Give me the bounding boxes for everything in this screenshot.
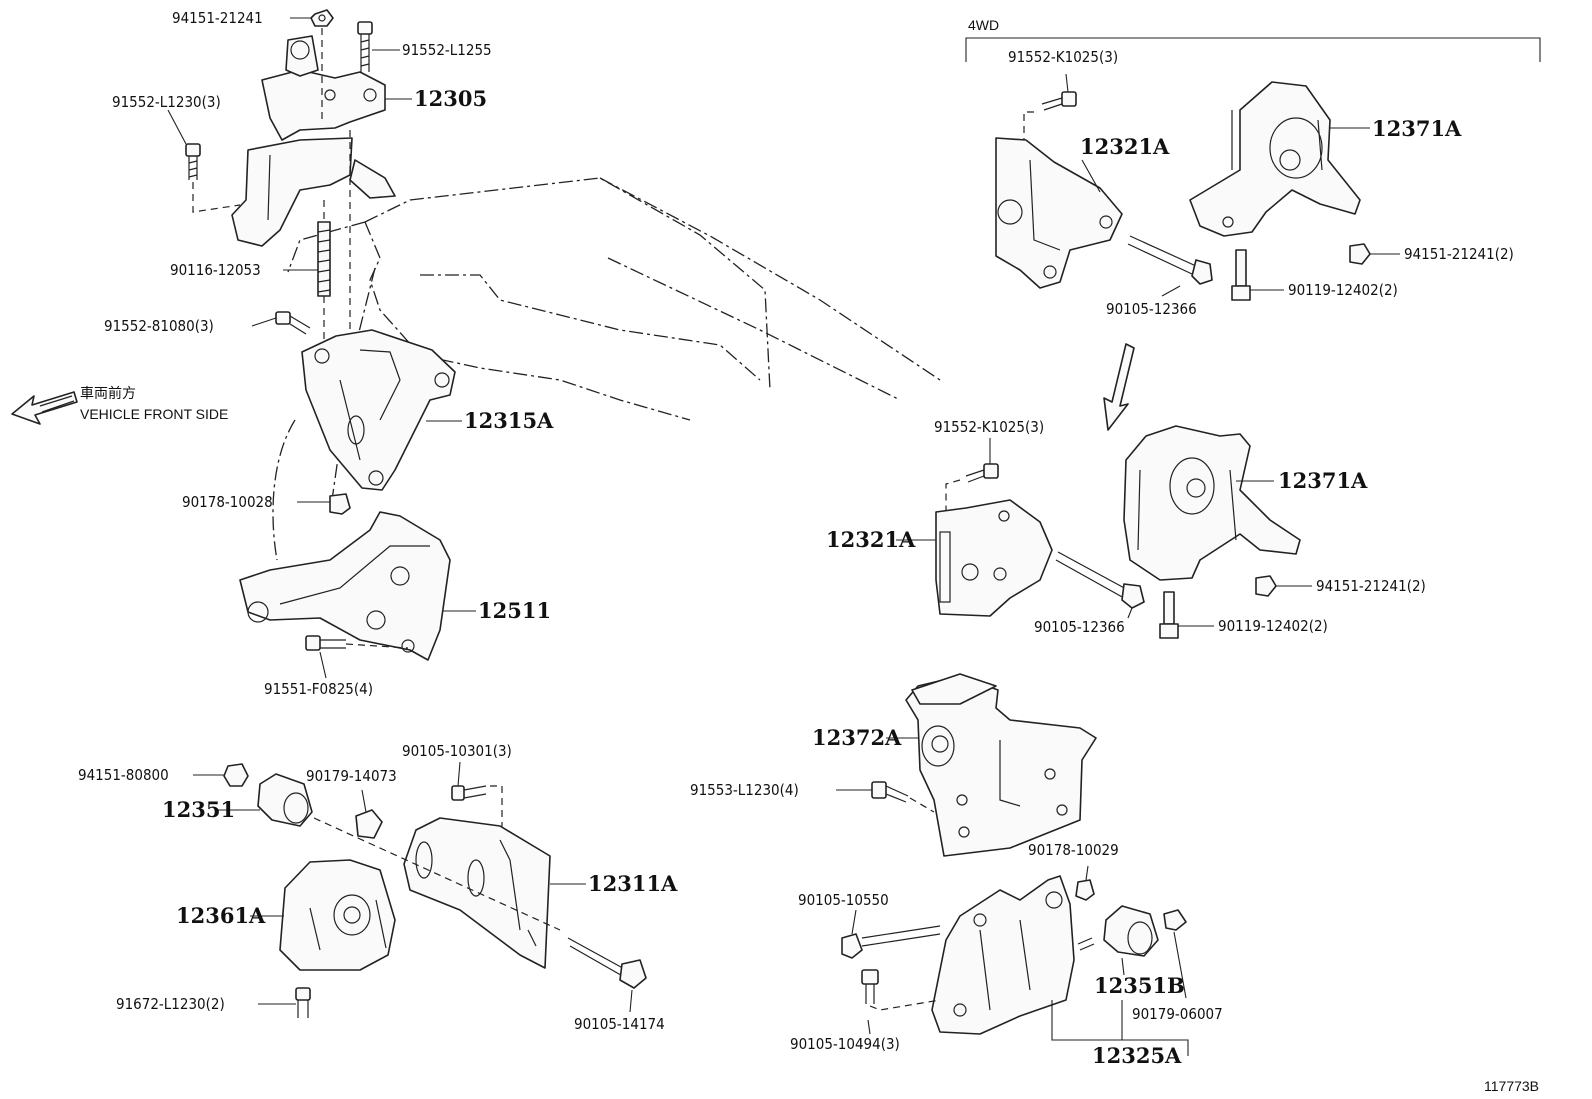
label-4wd: 4WD: [968, 17, 999, 33]
leader-lines: [167, 17, 1400, 1056]
label-12315a[interactable]: 12315A: [464, 408, 554, 433]
bolt-90105-14174-icon: [567, 937, 647, 989]
label-12511[interactable]: 12511: [478, 598, 551, 623]
label-90105-12366-mid[interactable]: 90105-12366: [1034, 618, 1125, 636]
mount-12371a-mid[interactable]: [1123, 425, 1301, 581]
bolt-91553-l1230-icon: [871, 781, 909, 803]
label-12351[interactable]: 12351: [162, 797, 235, 822]
bolt-90119-12402-mid-icon: [1159, 591, 1179, 639]
front-side-label-en: VEHICLE FRONT SIDE: [80, 406, 228, 422]
label-12305[interactable]: 12305: [414, 86, 487, 111]
bolt-90105-12366-mid-icon: [1055, 551, 1145, 609]
label-91672-l1230-2[interactable]: 91672-L1230(2): [116, 995, 225, 1013]
label-90105-10550[interactable]: 90105-10550: [798, 891, 889, 909]
label-90105-12366-top[interactable]: 90105-12366: [1106, 300, 1197, 318]
nut-94151-21241-top-icon: [1349, 243, 1371, 265]
nut-94151-80800-icon: [223, 763, 249, 787]
mount-12372a[interactable]: [905, 673, 1097, 857]
label-12311a[interactable]: 12311A: [588, 871, 678, 896]
bolt-91552-k1025-top-icon: [1041, 91, 1077, 111]
bolt-91552-l1230-icon: [185, 143, 201, 180]
label-91552-l1255[interactable]: 91552-L1255: [402, 41, 492, 59]
label-12351b[interactable]: 12351B: [1094, 973, 1185, 998]
bolt-91552-81080-icon: [275, 311, 311, 335]
bushing-12351[interactable]: [257, 773, 313, 827]
bolt-91672-l1230-icon: [295, 987, 311, 1018]
part-12305-mount[interactable]: [231, 35, 396, 247]
label-90105-10494-3[interactable]: 90105-10494(3): [790, 1035, 900, 1053]
down-arrow-icon: [1103, 343, 1135, 431]
4wd-bracket-line: [965, 37, 1541, 62]
mount-12371a-top[interactable]: [1189, 81, 1361, 237]
label-94151-21241-2-mid[interactable]: 94151-21241(2): [1316, 577, 1426, 595]
label-90105-10301-3[interactable]: 90105-10301(3): [402, 742, 512, 760]
label-94151-21241[interactable]: 94151-21241: [172, 9, 263, 27]
label-12321a-mid[interactable]: 12321A: [826, 527, 916, 552]
nut-90178-10029-icon: [1075, 879, 1095, 901]
label-90179-14073[interactable]: 90179-14073: [306, 767, 397, 785]
label-91552-k1025-3-top[interactable]: 91552-K1025(3): [1008, 48, 1118, 66]
bolt-91552-l1255-icon: [357, 21, 373, 72]
bracket-12325a[interactable]: [931, 875, 1075, 1035]
bolt-90105-10301-icon: [451, 785, 487, 801]
label-90178-10028[interactable]: 90178-10028: [182, 493, 273, 511]
label-90105-14174[interactable]: 90105-14174: [574, 1015, 665, 1033]
label-91552-l1230-3[interactable]: 91552-L1230(3): [112, 93, 221, 111]
label-12321a-top[interactable]: 12321A: [1080, 134, 1170, 159]
label-94151-21241-2-top[interactable]: 94151-21241(2): [1404, 245, 1514, 263]
bolt-90105-10550-icon: [841, 925, 941, 959]
label-90119-12402-2-mid[interactable]: 90119-12402(2): [1218, 617, 1328, 635]
label-91552-k1025-3-mid[interactable]: 91552-K1025(3): [934, 418, 1044, 436]
label-94151-80800[interactable]: 94151-80800: [78, 766, 169, 784]
label-90116-12053[interactable]: 90116-12053: [170, 261, 261, 279]
nut-90178-10028-icon: [329, 493, 351, 515]
label-12372a[interactable]: 12372A: [812, 725, 902, 750]
nut-90179-06007-icon: [1163, 909, 1187, 931]
bracket-12321a-top[interactable]: [995, 137, 1123, 289]
label-91553-l1230-4[interactable]: 91553-L1230(4): [690, 781, 799, 799]
bolt-91551-f0825-icon: [305, 635, 346, 651]
bolt-90119-12402-top-icon: [1231, 249, 1251, 301]
label-91552-81080-3[interactable]: 91552-81080(3): [104, 317, 214, 335]
front-side-label-jp: 車両前方: [80, 385, 136, 401]
label-91551-f0825-4[interactable]: 91551-F0825(4): [264, 680, 373, 698]
nut-94151-21241-mid-icon: [1255, 575, 1277, 597]
part-labels: 94151-21241 91552-L1255 91552-L1230(3) 1…: [78, 9, 1539, 1094]
bushing-12351b[interactable]: [1103, 905, 1159, 957]
label-12371a-top[interactable]: 12371A: [1372, 116, 1462, 141]
label-90178-10029[interactable]: 90178-10029: [1028, 841, 1119, 859]
bracket-12315a[interactable]: [301, 329, 456, 491]
label-12325a[interactable]: 12325A: [1092, 1043, 1182, 1068]
bolt-90105-10494-icon: [861, 969, 879, 1004]
label-12371a-mid[interactable]: 12371A: [1278, 468, 1368, 493]
vehicle-front-arrow-icon: [11, 391, 78, 425]
nut-90179-14073-icon: [355, 809, 383, 839]
bolt-91552-k1025-mid-icon: [965, 463, 999, 483]
bracket-12321a-mid[interactable]: [935, 499, 1053, 617]
bracket-12511[interactable]: [239, 511, 451, 661]
bracket-12311a[interactable]: [403, 817, 551, 969]
figure-id: 117773B: [1484, 1078, 1539, 1094]
stud-90116-12053-icon: [317, 221, 331, 297]
mount-12361a[interactable]: [279, 859, 396, 971]
label-90179-06007[interactable]: 90179-06007: [1132, 1005, 1223, 1023]
bolt-90105-12366-top-icon: [1127, 235, 1213, 285]
label-12361a[interactable]: 12361A: [176, 903, 266, 928]
nut-94151-21241-icon: [310, 9, 334, 27]
label-90119-12402-2-top[interactable]: 90119-12402(2): [1288, 281, 1398, 299]
